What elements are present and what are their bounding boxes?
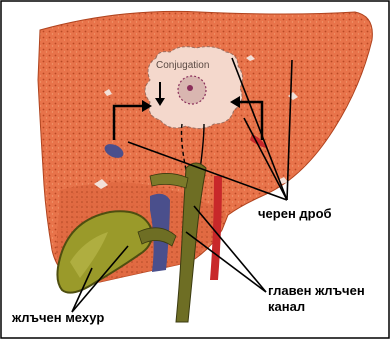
liver-label: черен дроб	[258, 207, 332, 221]
bile-duct-label-line1: главен жлъчен	[268, 284, 365, 298]
conjugation-label: Conjugation	[156, 60, 209, 71]
bile-duct-label-line2: канал	[268, 300, 305, 314]
cell-nucleolus	[187, 85, 193, 91]
gallbladder-label: жлъчен мехур	[12, 311, 104, 325]
